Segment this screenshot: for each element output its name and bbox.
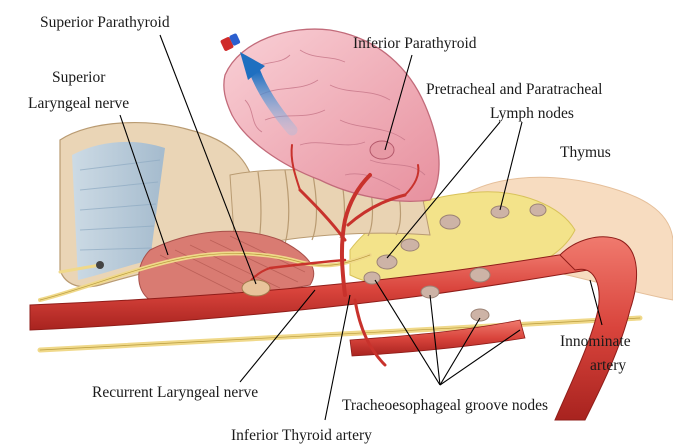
- label-tracheoesophageal-nodes: Tracheoesophageal groove nodes: [342, 397, 548, 414]
- lymph-node: [530, 204, 546, 216]
- lymph-node: [401, 239, 419, 251]
- lymph-node: [377, 255, 397, 269]
- inferior-parathyroid-gland: [370, 141, 394, 159]
- label-innominate-line2: artery: [590, 357, 626, 374]
- nerve-node: [96, 261, 104, 269]
- label-thymus: Thymus: [560, 144, 611, 161]
- lymph-node: [470, 268, 490, 282]
- label-inferior-parathyroid: Inferior Parathyroid: [353, 35, 477, 52]
- lymph-node: [364, 272, 380, 284]
- lower-artery-branch: [350, 320, 525, 356]
- label-superior-parathyroid: Superior Parathyroid: [40, 14, 170, 31]
- label-pretracheal-line1: Pretracheal and Paratracheal: [426, 81, 602, 98]
- label-superior-laryngeal-nerve-line2: Laryngeal nerve: [28, 95, 129, 112]
- label-pretracheal-line2: Lymph nodes: [490, 105, 574, 122]
- label-superior-laryngeal-nerve-line1: Superior: [52, 69, 106, 86]
- label-recurrent-laryngeal-nerve: Recurrent Laryngeal nerve: [92, 384, 258, 401]
- superior-parathyroid-gland: [242, 280, 270, 296]
- lymph-node: [440, 215, 460, 229]
- label-inferior-thyroid-artery: Inferior Thyroid artery: [231, 427, 372, 444]
- label-innominate-line1: Innominate: [560, 333, 631, 350]
- lymph-node: [471, 309, 489, 321]
